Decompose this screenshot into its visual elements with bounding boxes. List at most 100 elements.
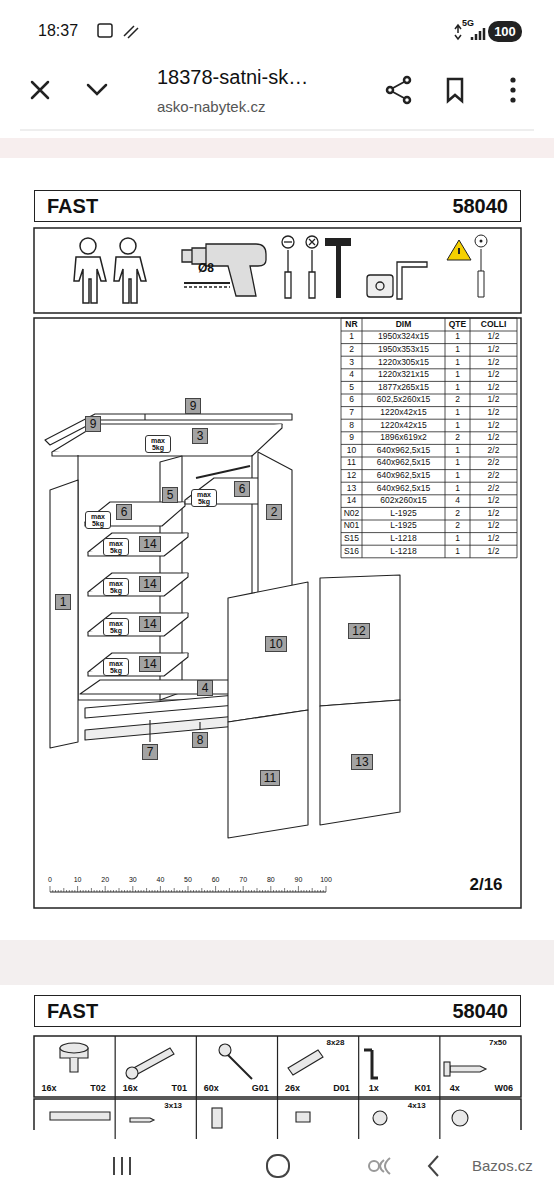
ruler-tick [50, 886, 51, 892]
table-cell: S15 [344, 534, 359, 544]
ruler-number: 0 [48, 876, 52, 884]
table-rule [341, 318, 517, 319]
part-number: 3 [197, 429, 204, 443]
table-cell: 8 [349, 421, 354, 431]
table-rule [341, 318, 342, 558]
table-cell: N02 [344, 509, 360, 519]
part-number: 4 [202, 681, 209, 695]
ruler-tick [55, 890, 56, 892]
ruler-tick [105, 886, 106, 892]
hardware-code: T02 [90, 1083, 106, 1093]
hardware-count: 16x [123, 1083, 138, 1093]
ruler-tick [149, 890, 150, 892]
table-cell: 9 [349, 433, 354, 443]
page-frame [34, 228, 521, 908]
ruler-tick [273, 890, 274, 892]
callout-number: 14 [139, 656, 160, 672]
table-cell: 1/2 [488, 509, 500, 519]
ruler-tick [196, 890, 197, 892]
load-limit: max 5kg [145, 435, 171, 453]
table-cell: 1220x42x15 [380, 421, 426, 431]
table-rule [341, 469, 517, 470]
ruler-number: 80 [267, 876, 275, 884]
hardware-code: D01 [333, 1083, 350, 1093]
hardware-count: 16x [41, 1083, 56, 1093]
table-cell: 2 [455, 509, 460, 519]
status-icons [98, 24, 484, 40]
table-rule [341, 331, 517, 332]
ruler-tick [201, 888, 202, 892]
table-cell: 1/2 [488, 534, 500, 544]
table-cell: 3 [349, 358, 354, 368]
table-cell: 11 [347, 458, 356, 468]
table-cell: 2/2 [488, 471, 500, 481]
ruler-tick [91, 888, 92, 892]
ruler-tick [85, 890, 86, 892]
callout-number: 14 [139, 536, 160, 552]
ruler-tick [314, 890, 315, 892]
ruler-tick [309, 890, 310, 892]
ruler-tick [240, 890, 241, 892]
ruler-tick [113, 890, 114, 892]
table-cell: 2 [349, 345, 354, 355]
ruler-tick [265, 890, 266, 892]
table-cell: 1 [455, 332, 460, 342]
table-rule [470, 318, 471, 558]
callout-number: 5 [162, 487, 178, 503]
battery-level: 100 [494, 25, 516, 40]
table-cell: 5 [349, 383, 354, 393]
table-rule [341, 419, 517, 420]
table-cell: 1 [455, 370, 460, 380]
table-rule [362, 318, 363, 558]
table-cell: 1 [455, 358, 460, 368]
nav-icons [114, 1155, 438, 1177]
ruler-tick [160, 886, 161, 892]
ruler-tick [287, 890, 288, 892]
ruler-tick [212, 890, 213, 892]
table-rule [341, 368, 517, 369]
ruler-tick [157, 890, 158, 892]
callout-number: 12 [348, 623, 369, 639]
ruler-tick [245, 890, 246, 892]
table-cell: 1 [455, 471, 460, 481]
ruler-tick [292, 890, 293, 892]
ruler-tick [124, 890, 125, 892]
menu-dots [510, 77, 515, 102]
part-number: 7 [147, 745, 154, 759]
ruler-tick [279, 890, 280, 892]
table-cell: 1 [455, 446, 460, 456]
part-number: 10 [269, 637, 282, 651]
page-gap [0, 940, 554, 985]
ruler-tick [312, 888, 313, 892]
part-number: 14 [143, 617, 156, 631]
callout-number: 9 [185, 398, 201, 414]
ruler-tick [215, 886, 216, 892]
ruler-tick [99, 890, 100, 892]
table-cell: L-1218 [390, 534, 416, 544]
table-cell: 1/2 [488, 383, 500, 393]
table-rule [341, 431, 517, 432]
table-cell: L-1925 [390, 509, 416, 519]
ruler-tick [268, 890, 269, 892]
ruler-number: 30 [129, 876, 137, 884]
table-cell: 1877x265x15 [378, 383, 429, 393]
hardware-divider [115, 1036, 116, 1139]
ruler-tick [52, 890, 53, 892]
table-cell: 602x260x15 [380, 496, 426, 506]
part-number: 11 [264, 771, 276, 785]
ruler-tick [301, 890, 302, 892]
hardware-table [34, 1036, 521, 1139]
callout-number: 1 [55, 594, 71, 610]
table-cell: 640x962,5x15 [377, 458, 430, 468]
hardware-code: T01 [171, 1083, 187, 1093]
hardware-count: 26x [285, 1083, 300, 1093]
table-cell: 12 [347, 471, 356, 481]
ruler-tick [176, 890, 177, 892]
table-cell: COLLI [481, 320, 507, 330]
ruler-tick [226, 890, 227, 892]
table-cell: 13 [347, 484, 356, 494]
table-cell: S16 [344, 547, 359, 557]
ruler-tick [179, 890, 180, 892]
callout-number: 9 [85, 416, 101, 432]
ruler-tick [270, 886, 271, 892]
